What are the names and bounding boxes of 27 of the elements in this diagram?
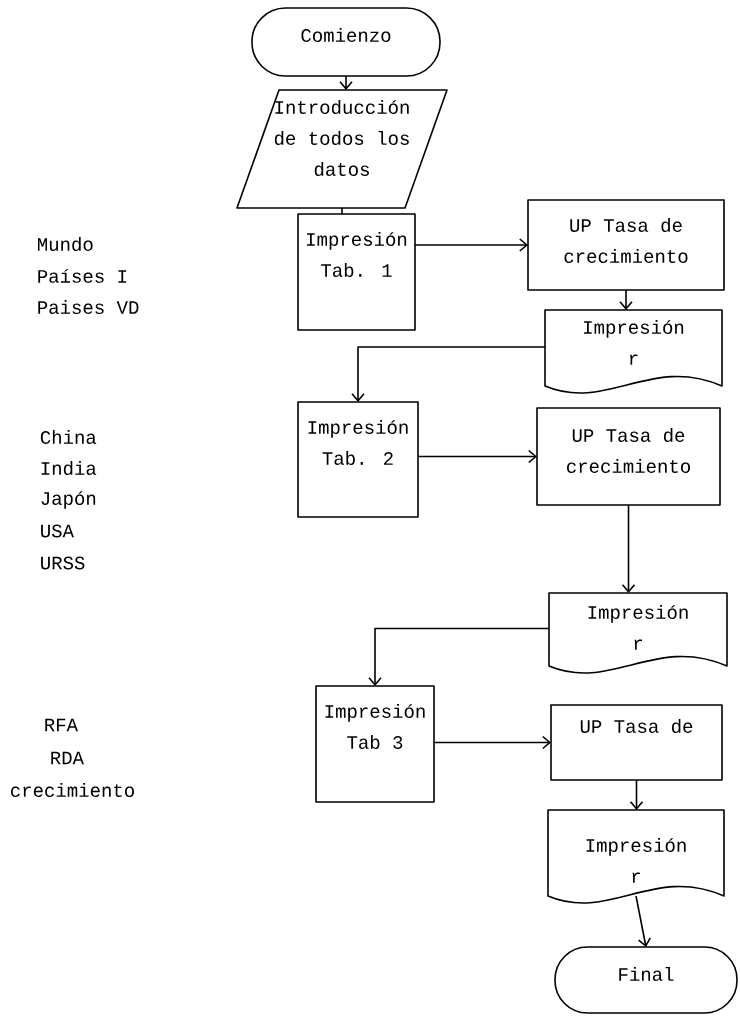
arrow (619, 289, 633, 310)
arrow (635, 895, 652, 947)
side-label: India (41, 461, 97, 475)
side-label: USA (41, 524, 74, 538)
arrow (629, 779, 644, 810)
process-box: UP Tasa de crecimiento (527, 199, 725, 291)
process-box: Impresión Tab. 2 (297, 401, 419, 518)
side-label: RDA (51, 751, 84, 765)
input-parallelogram: Introducción de todos los datos (236, 89, 448, 209)
arrow (368, 627, 550, 686)
side-label: RFA (45, 718, 78, 732)
arrow (417, 449, 537, 464)
side-label: Paises VD (38, 300, 139, 314)
process-box: Impresión Tab 3 (315, 685, 435, 803)
arrow (414, 238, 528, 252)
process-box: Impresión Tab. 1 (297, 213, 416, 331)
process-box: UP Tasa de crecimiento (536, 407, 721, 506)
arrow (621, 504, 636, 593)
arrow (433, 735, 551, 750)
side-label: Mundo (38, 237, 93, 251)
side-label: Japón (41, 491, 96, 509)
side-label: URSS (41, 556, 85, 570)
side-label: China (40, 430, 97, 444)
process-box: UP Tasa de (550, 704, 723, 781)
side-label: Países I (38, 269, 127, 283)
arrow (351, 346, 546, 402)
side-label: crecimiento (11, 783, 134, 797)
